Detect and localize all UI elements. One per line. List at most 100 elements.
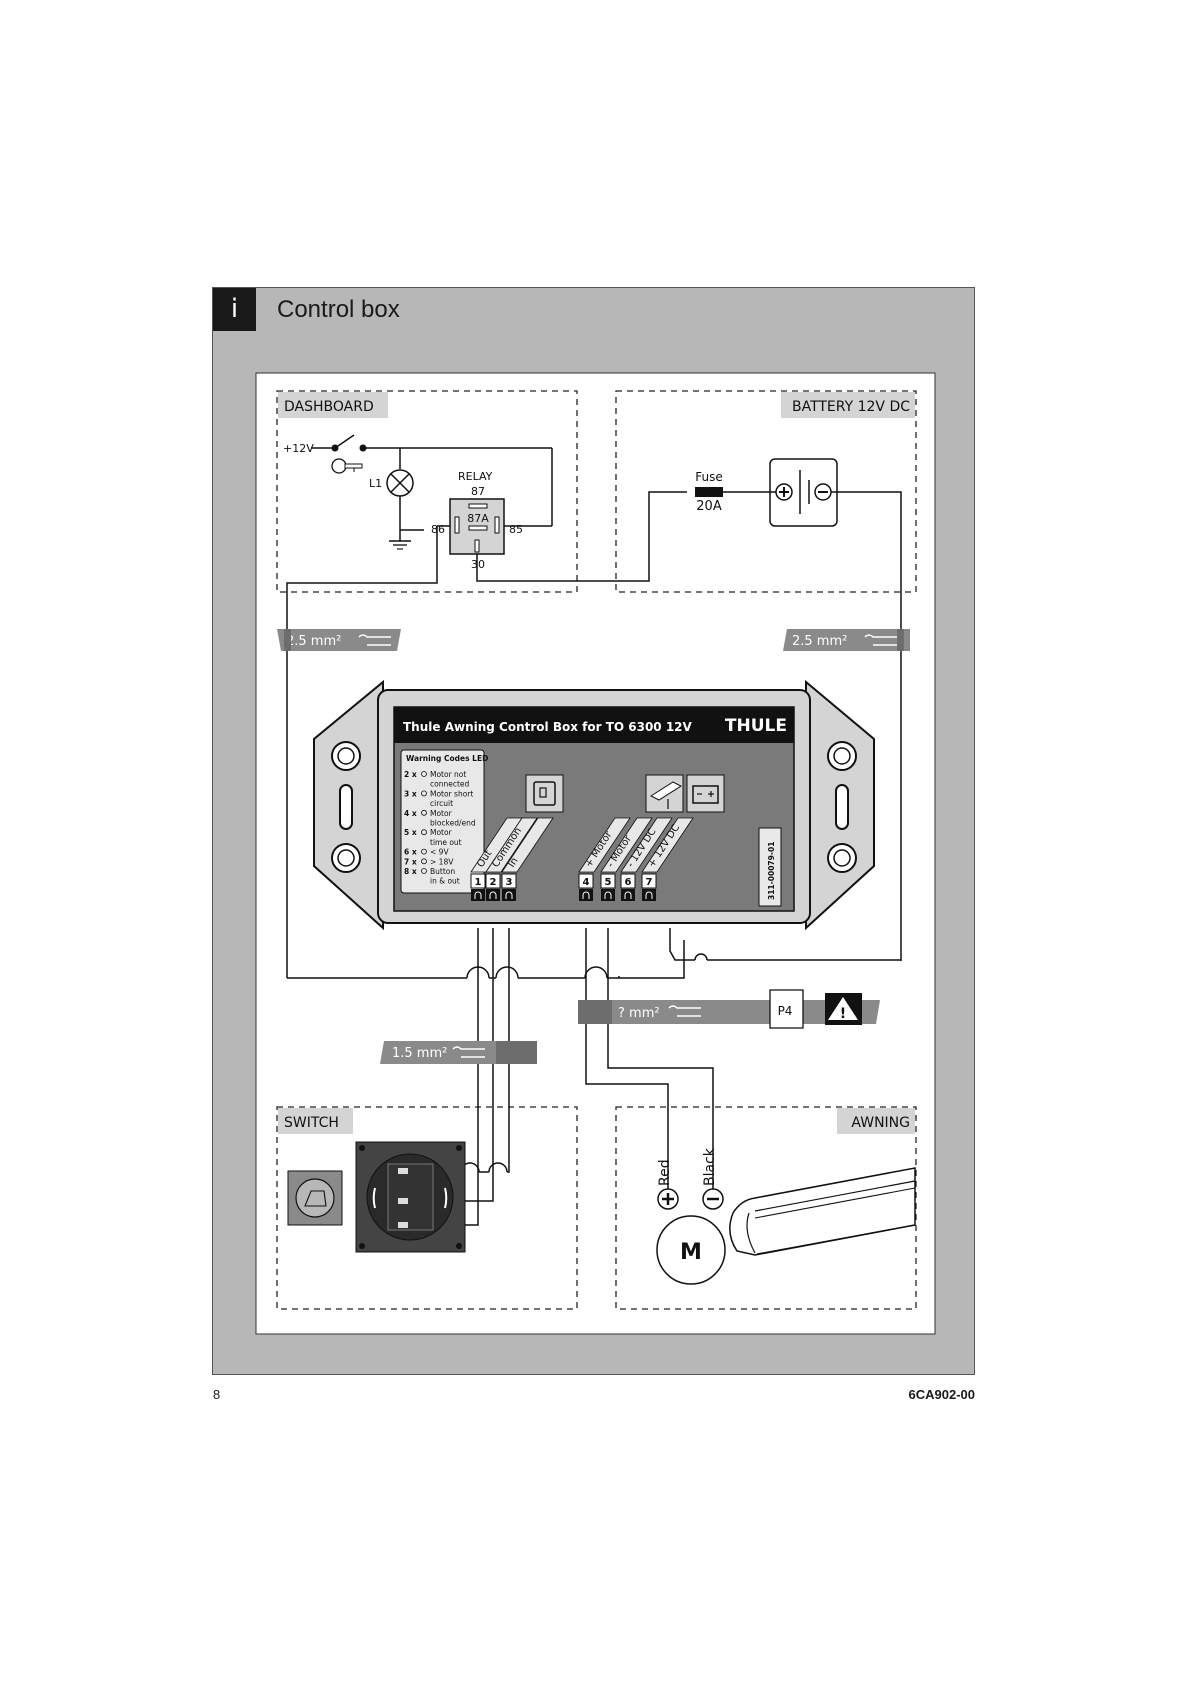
control-box-device — [313, 679, 875, 931]
switch-box — [276, 1106, 578, 1310]
terminal-number-box — [470, 873, 486, 889]
page-reference: P4 — [778, 1004, 793, 1018]
terminal-number-box — [501, 873, 517, 889]
lamp-label: L1 — [369, 477, 382, 490]
wiring-diagram: DASHBOARD BATTERY 12V DC SWITCH AWNING +… — [255, 372, 936, 1335]
led-icon — [421, 771, 427, 777]
terminal-ribbon — [485, 817, 538, 873]
terminal-ribbon — [641, 817, 694, 873]
brand-logo: THULE — [725, 716, 787, 736]
terminal-number-box — [641, 873, 657, 889]
warning-code-count: 8 x — [404, 867, 417, 876]
terminal-number-box — [600, 873, 616, 889]
awning-symbol-icon — [649, 781, 683, 801]
terminal-number: 5 — [605, 877, 612, 888]
page-number: 8 — [213, 1387, 221, 1402]
control-box-title: Thule Awning Control Box for TO 6300 12V — [403, 720, 693, 734]
dashboard-box — [276, 390, 578, 593]
warning-code-text: blocked/end — [430, 819, 476, 828]
warning-code-text: time out — [430, 838, 462, 847]
warning-code-text: connected — [430, 780, 470, 789]
document-code: 6CA902-00 — [908, 1387, 976, 1402]
info-badge: i — [213, 288, 256, 331]
wire-size-ribbon-switch — [380, 1041, 500, 1064]
warning-code-count: 6 x — [404, 848, 417, 857]
terminal-number: 2 — [490, 877, 497, 888]
led-icon — [421, 790, 427, 797]
battery-box — [615, 390, 917, 593]
terminal-number-box — [620, 873, 636, 889]
warning-code-text: < 9V — [430, 848, 449, 857]
svg-text:87: 87 — [471, 485, 485, 498]
warning-code-text: > 18V — [430, 857, 454, 866]
led-icon — [421, 848, 427, 855]
black-wire-label: Black — [702, 1147, 718, 1186]
terminal-number: 4 — [583, 877, 590, 888]
awning-illustration — [729, 1167, 916, 1256]
warning-code-text: in & out — [430, 877, 460, 886]
warning-codes-title: Warning Codes LED — [406, 754, 488, 763]
warning-code-text: Button — [430, 867, 455, 876]
control-box-panel: i Control box DASHBOARD BATTERY 12V DC S… — [212, 287, 975, 1375]
terminal-ribbon — [620, 817, 673, 873]
battery-tag — [781, 392, 915, 418]
led-icon — [421, 809, 427, 816]
wire-size-switch: 1.5 mm² — [392, 1046, 447, 1061]
motor-icon — [656, 1215, 726, 1285]
awning-tag — [837, 1108, 915, 1134]
terminal-screw — [621, 889, 635, 901]
terminal-number: 6 — [625, 877, 632, 888]
terminal-screw — [502, 889, 516, 901]
battery-symbol-icon — [692, 785, 719, 804]
terminal-screw — [486, 889, 500, 901]
battery-label: BATTERY 12V DC — [792, 399, 910, 415]
motor-label: M — [680, 1240, 702, 1265]
switch-label: SWITCH — [284, 1115, 339, 1131]
switch-symbol-icon — [533, 781, 556, 806]
page-reference-icon — [769, 989, 804, 1029]
ignition-switch-lever — [334, 434, 355, 449]
warning-code-count: 4 x — [404, 809, 417, 818]
awning-box — [615, 1106, 917, 1310]
wire-size-motor: ? mm² — [618, 1006, 660, 1021]
terminal-screw — [471, 889, 485, 901]
terminal-screw — [579, 889, 593, 901]
warning-code-count: 3 x — [404, 789, 417, 798]
svg-text:30: 30 — [471, 558, 485, 571]
warning-code-text: Motor — [430, 809, 453, 818]
red-wire-label: Red — [657, 1159, 673, 1186]
svg-text:87A: 87A — [467, 512, 489, 525]
svg-text:!: ! — [840, 1006, 846, 1022]
terminal-number: 1 — [475, 877, 482, 888]
fuse-label: Fuse — [695, 470, 723, 484]
terminal-number: 3 — [506, 877, 513, 888]
page-title: Control box — [277, 296, 400, 323]
warning-code-text: Motor — [430, 828, 453, 837]
terminal-screw — [642, 889, 656, 901]
terminal-screw — [601, 889, 615, 901]
wire-size-right: 2.5 mm² — [792, 634, 847, 649]
fuse-icon — [695, 487, 723, 497]
led-icon — [421, 868, 427, 874]
warning-code-count: 7 x — [404, 857, 417, 866]
awning-label: AWNING — [851, 1115, 910, 1131]
warning-code-count: 5 x — [404, 828, 417, 837]
svg-text:85: 85 — [509, 523, 523, 536]
warning-code-text: Motor short — [430, 789, 473, 798]
warning-code-text: circuit — [430, 799, 453, 808]
warning-code-text: Motor not — [430, 770, 466, 779]
warning-code-count: 2 x — [404, 770, 417, 779]
terminal-number-box — [578, 873, 594, 889]
wire-size-left: 2.5 mm² — [286, 634, 341, 649]
warning-codes-panel — [400, 749, 485, 894]
serial-number: 311-00079-01 — [767, 842, 776, 900]
terminal-number: 7 — [646, 877, 653, 888]
terminal-number-box — [485, 873, 501, 889]
svg-text:86: 86 — [431, 523, 445, 536]
led-icon — [421, 829, 427, 836]
switch-tag — [278, 1108, 353, 1134]
dashboard-tag — [278, 392, 388, 418]
key-icon — [331, 458, 363, 474]
supply-label: +12V — [283, 442, 314, 455]
